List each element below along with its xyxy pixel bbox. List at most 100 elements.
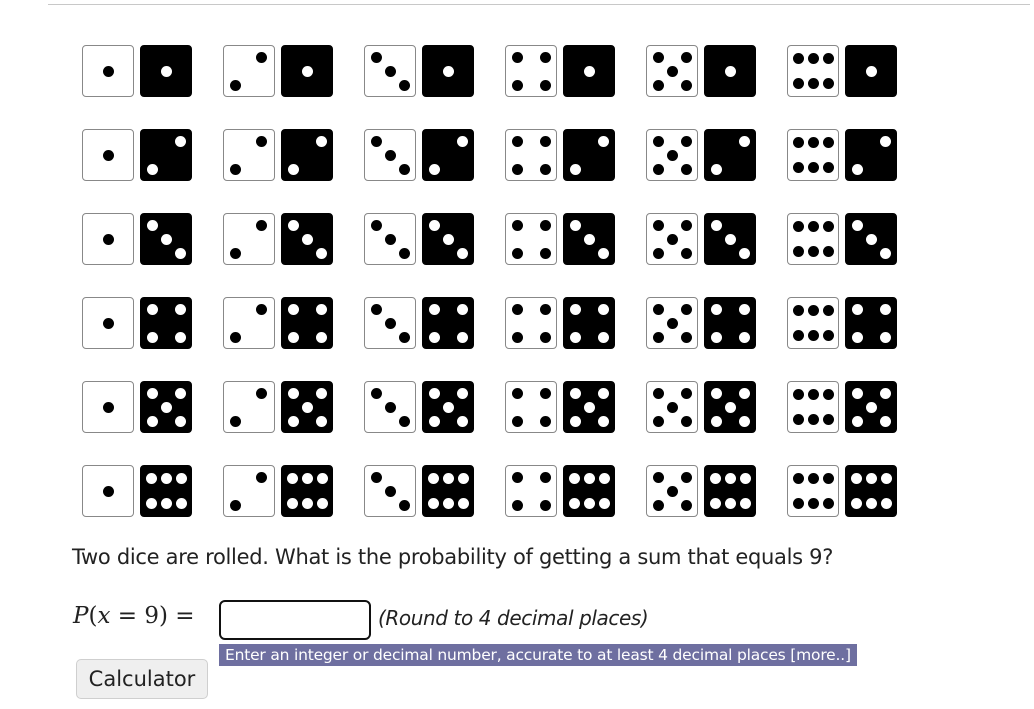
- pip-icon: [315, 247, 327, 259]
- pip-icon: [569, 163, 581, 175]
- pip-icon: [879, 247, 891, 259]
- pip-icon: [724, 498, 736, 509]
- pip-icon: [316, 473, 328, 484]
- pip-icon: [710, 331, 722, 343]
- pip-icon: [851, 303, 863, 315]
- pip-icon: [680, 247, 692, 259]
- pip-icon: [160, 401, 172, 413]
- pip-icon: [384, 149, 396, 161]
- black-die-5: [845, 381, 897, 433]
- white-die-1: [82, 213, 134, 265]
- pip-icon: [442, 233, 454, 245]
- answer-input[interactable]: [219, 600, 371, 640]
- pip-icon: [738, 135, 750, 147]
- pip-icon: [865, 233, 877, 245]
- pip-icon: [174, 415, 186, 427]
- pip-icon: [146, 219, 158, 231]
- pip-icon: [174, 387, 186, 399]
- pip-icon: [456, 415, 468, 427]
- dice-pair-2-1: [223, 45, 335, 99]
- dice-pair-5-4: [646, 297, 758, 351]
- dice-pair-1-2: [82, 129, 194, 183]
- pip-icon: [807, 473, 819, 484]
- pip-icon: [865, 473, 877, 484]
- pip-icon: [807, 53, 819, 64]
- pip-icon: [569, 219, 581, 231]
- pip-icon: [511, 247, 523, 259]
- pip-icon: [539, 415, 551, 427]
- pip-icon: [146, 303, 158, 315]
- dice-pair-4-3: [505, 213, 617, 267]
- pip-icon: [287, 303, 299, 315]
- pip-icon: [822, 414, 834, 425]
- white-die-1: [82, 381, 134, 433]
- pip-icon: [583, 473, 595, 484]
- pip-icon: [102, 317, 114, 329]
- pip-icon: [652, 331, 664, 343]
- dice-pair-4-4: [505, 297, 617, 351]
- dice-pair-2-3: [223, 213, 335, 267]
- pip-icon: [792, 414, 804, 425]
- pip-icon: [807, 246, 819, 257]
- pip-icon: [865, 65, 877, 77]
- pip-icon: [807, 414, 819, 425]
- white-die-4: [505, 129, 557, 181]
- pip-icon: [666, 149, 678, 161]
- pip-icon: [738, 247, 750, 259]
- white-die-3: [364, 297, 416, 349]
- dice-pair-6-1: [787, 45, 899, 99]
- pip-icon: [680, 163, 692, 175]
- top-divider: [48, 4, 1030, 5]
- pip-icon: [569, 415, 581, 427]
- dice-pair-2-6: [223, 465, 335, 519]
- pip-icon: [398, 499, 410, 511]
- pip-icon: [879, 331, 891, 343]
- pip-icon: [511, 79, 523, 91]
- calculator-button[interactable]: Calculator: [76, 659, 208, 699]
- pip-icon: [879, 303, 891, 315]
- probability-expression: P(x = 9) =: [73, 603, 195, 629]
- pip-icon: [427, 498, 439, 509]
- pip-icon: [583, 401, 595, 413]
- pip-icon: [807, 498, 819, 509]
- pip-icon: [229, 499, 241, 511]
- pip-icon: [807, 78, 819, 89]
- pip-icon: [822, 305, 834, 316]
- pip-icon: [384, 485, 396, 497]
- pip-icon: [539, 471, 551, 483]
- pip-icon: [851, 387, 863, 399]
- pip-icon: [539, 135, 551, 147]
- pip-icon: [865, 498, 877, 509]
- pip-icon: [822, 473, 834, 484]
- more-link[interactable]: [more..]: [790, 646, 851, 664]
- pip-icon: [229, 247, 241, 259]
- pip-icon: [301, 233, 313, 245]
- pip-icon: [511, 51, 523, 63]
- pip-icon: [807, 330, 819, 341]
- pip-icon: [428, 219, 440, 231]
- black-die-1: [563, 45, 615, 97]
- white-die-6: [787, 45, 839, 97]
- white-die-5: [646, 213, 698, 265]
- white-die-3: [364, 381, 416, 433]
- pip-icon: [398, 415, 410, 427]
- pip-icon: [583, 498, 595, 509]
- black-die-6: [563, 465, 615, 517]
- pip-icon: [738, 387, 750, 399]
- pip-icon: [456, 135, 468, 147]
- pip-icon: [709, 473, 721, 484]
- pip-icon: [511, 303, 523, 315]
- black-die-2: [704, 129, 756, 181]
- pip-icon: [666, 233, 678, 245]
- pip-icon: [511, 219, 523, 231]
- pip-icon: [174, 331, 186, 343]
- pip-icon: [511, 415, 523, 427]
- pip-icon: [680, 331, 692, 343]
- pip-icon: [568, 473, 580, 484]
- pip-icon: [792, 137, 804, 148]
- pip-icon: [229, 415, 241, 427]
- white-die-5: [646, 45, 698, 97]
- pip-icon: [652, 415, 664, 427]
- pip-icon: [598, 473, 610, 484]
- pip-icon: [256, 387, 267, 399]
